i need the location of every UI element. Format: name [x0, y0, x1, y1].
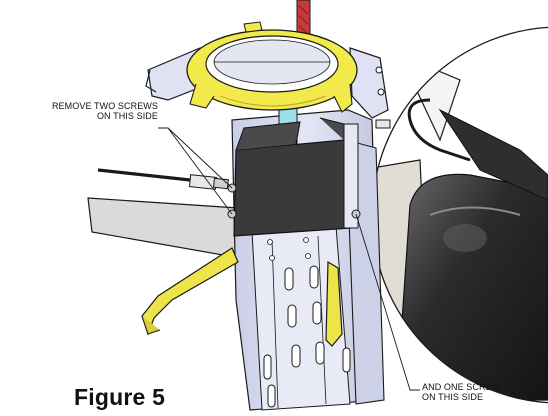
detail-inset	[371, 26, 548, 404]
figure-caption: Figure 5	[74, 384, 166, 410]
callout-right-line1: AND ONE SCREW	[422, 382, 501, 392]
dark-block	[233, 139, 353, 237]
yellow-strap-right	[325, 260, 343, 347]
callout-remove-two-screws: REMOVE TWO SCREWS ON THIS SIDE	[18, 101, 158, 121]
hook-handle	[407, 98, 471, 162]
callout-left-line1: REMOVE TWO SCREWS	[51, 101, 158, 111]
top-bracket-right	[349, 47, 389, 119]
column-slots	[263, 265, 351, 408]
yellow-ring	[186, 21, 358, 113]
callout-one-screw: AND ONE SCREW ON THIS SIDE	[422, 382, 548, 402]
yellow-strap-left	[141, 247, 239, 336]
callout-left-line2: ON THIS SIDE	[96, 111, 158, 121]
leader-lines	[158, 127, 420, 391]
side-rail-bar	[87, 197, 241, 259]
callout-right-line2: ON THIS SIDE	[422, 392, 484, 402]
column-holes	[267, 237, 311, 261]
block-side	[343, 123, 359, 229]
